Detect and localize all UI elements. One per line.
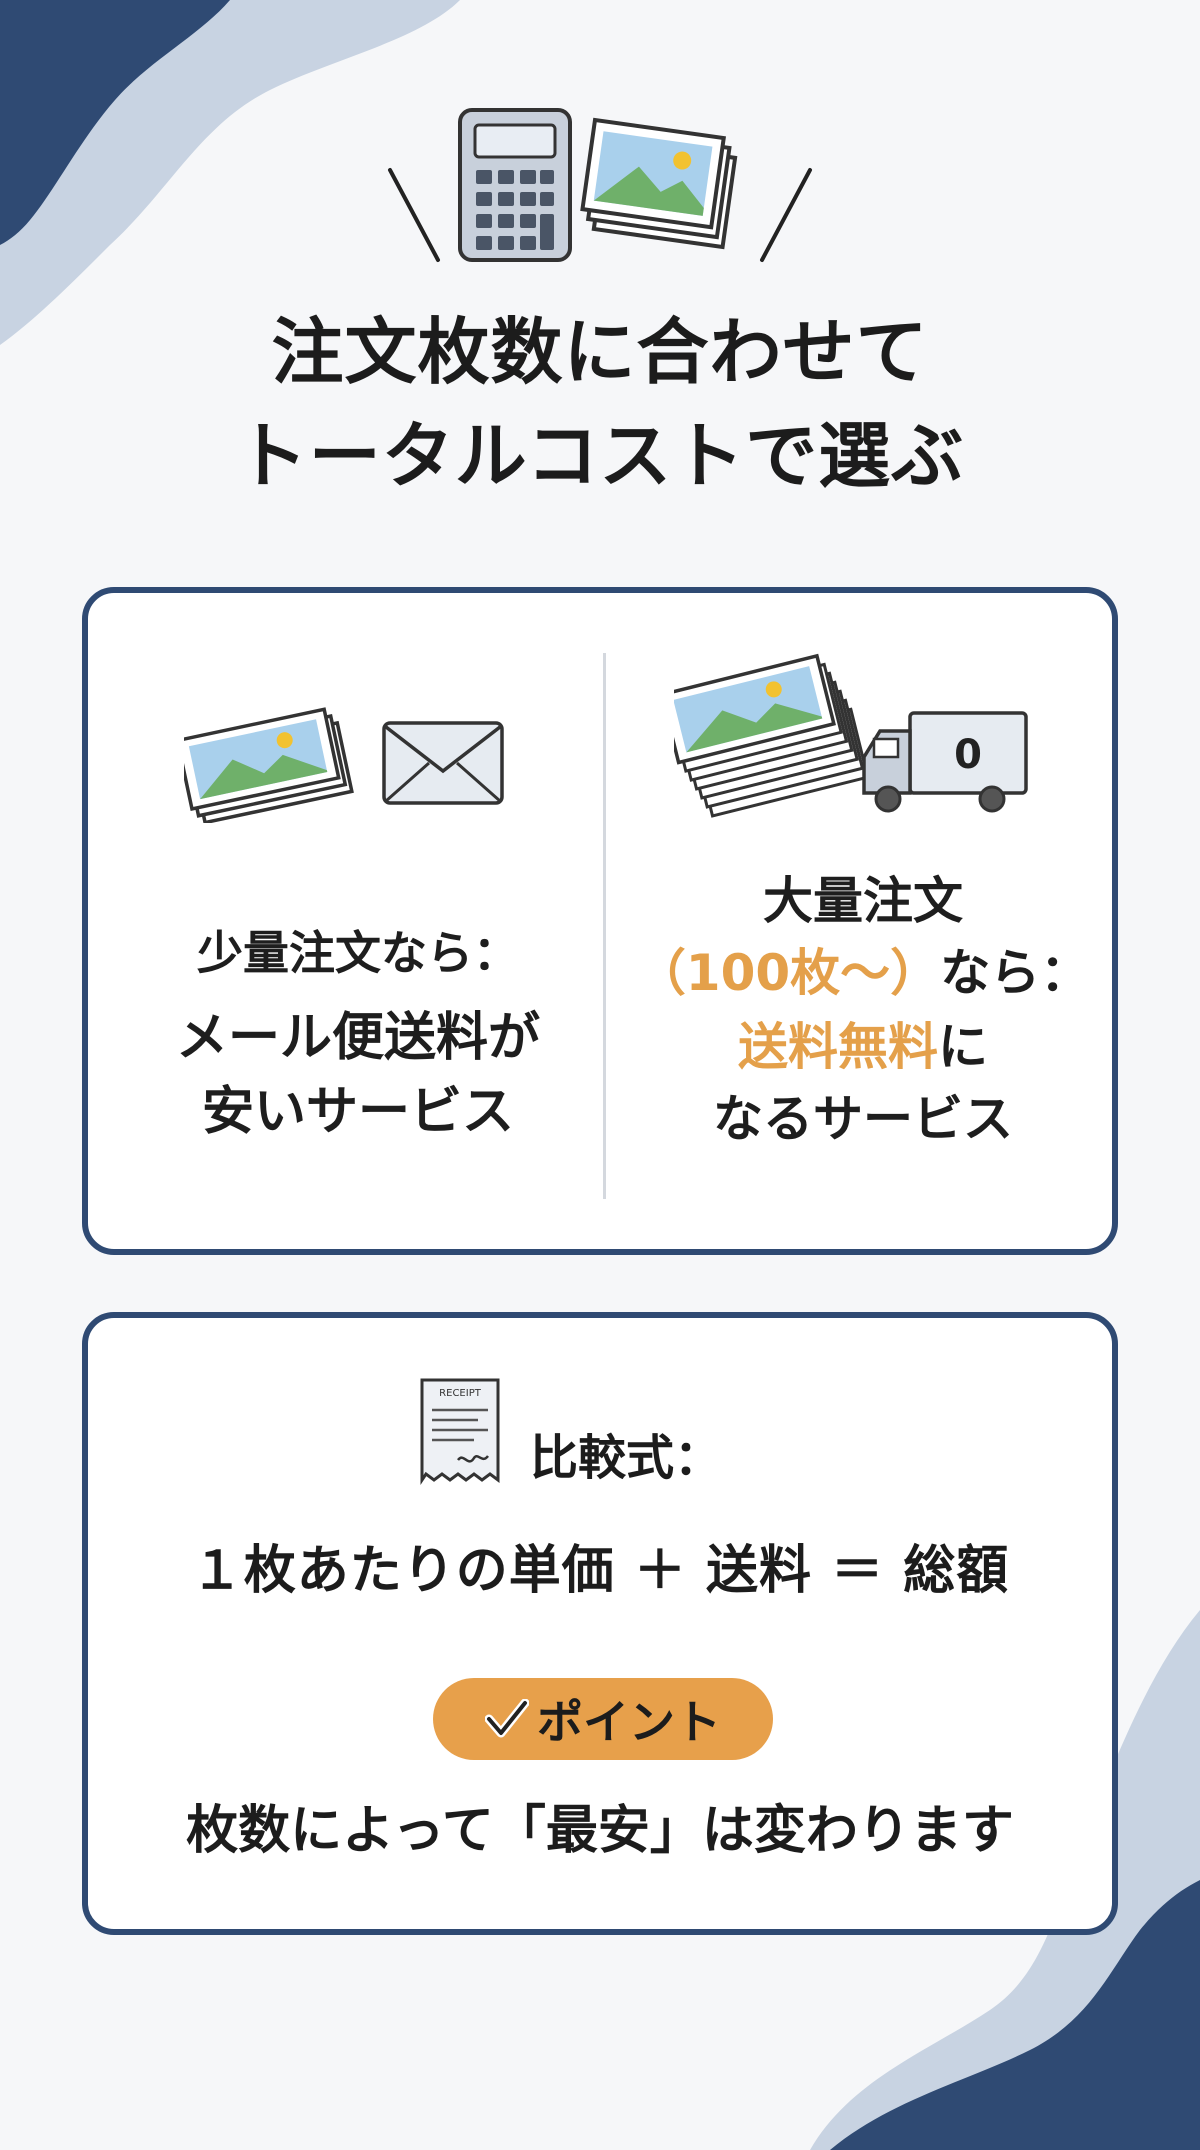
point-label: ポイント	[537, 1695, 721, 1749]
bulk-desc-line-2: なるサービス	[713, 1090, 1013, 1148]
bulk-head-line-1: 大量注文	[763, 872, 963, 930]
formula-label: 比較式：	[530, 1430, 723, 1486]
small-desc-line-1: メール便送料が	[175, 1008, 540, 1068]
free-shipping-accent: 送料無料	[738, 1018, 938, 1076]
checkmark-icon	[485, 1699, 529, 1738]
small-order-illustration	[184, 707, 504, 823]
envelope-icon	[382, 721, 504, 805]
calculator-icon	[458, 108, 572, 262]
small-order-description: メール便送料が 安いサービス	[118, 1001, 598, 1149]
bulk-order-description: 送料無料に なるサービス	[628, 1011, 1098, 1155]
corner-blob-bottom-right	[810, 1610, 1200, 2150]
truck-label: 0	[954, 732, 982, 778]
column-divider	[603, 653, 606, 1199]
comparison-card: 0 少量注文なら： メール便送料が 安いサービス 大量注文 （100枚〜）なら：…	[82, 587, 1118, 1255]
hero-illustration	[388, 108, 812, 262]
point-message: 枚数によって「最安」は変わります	[186, 1801, 1014, 1861]
point-badge: ポイント	[433, 1678, 773, 1760]
photos-icon	[580, 117, 738, 250]
bulk-quantity-accent: （100枚〜）	[635, 944, 941, 1002]
formula-card: RECEIPT 比較式： １枚あたりの単価 ＋ 送料 ＝ 総額 ポイント 枚数に…	[82, 1312, 1118, 1935]
bulk-order-illustration: 0	[674, 653, 1028, 818]
corner-blob-top-left	[0, 0, 460, 345]
small-order-intro: 少量注文なら：	[197, 926, 519, 980]
sparkle-lines-icon	[388, 168, 812, 262]
formula-equation: １枚あたりの単価 ＋ 送料 ＝ 総額	[190, 1541, 1010, 1601]
title-line-2: トータルコストで選ぶ	[235, 414, 965, 498]
title-line-1: 注文枚数に合わせて	[271, 310, 929, 394]
small-desc-line-2: 安いサービス	[201, 1082, 514, 1142]
bulk-desc-suffix: に	[938, 1018, 988, 1076]
photos-icon	[184, 707, 354, 823]
bulk-order-heading: 大量注文 （100枚〜）なら：	[628, 865, 1098, 1009]
bulk-head-suffix: なら：	[940, 944, 1091, 1002]
bulk-head-line-2: （100枚〜）なら：	[628, 937, 1098, 1009]
receipt-label: RECEIPT	[439, 1388, 482, 1399]
delivery-truck-icon: 0	[862, 711, 1028, 813]
bulk-desc-line-1: 送料無料に	[628, 1011, 1098, 1083]
receipt-icon: RECEIPT	[420, 1378, 500, 1485]
photos-icon	[674, 653, 870, 818]
page-title: 注文枚数に合わせて トータルコストで選ぶ	[0, 300, 1200, 508]
